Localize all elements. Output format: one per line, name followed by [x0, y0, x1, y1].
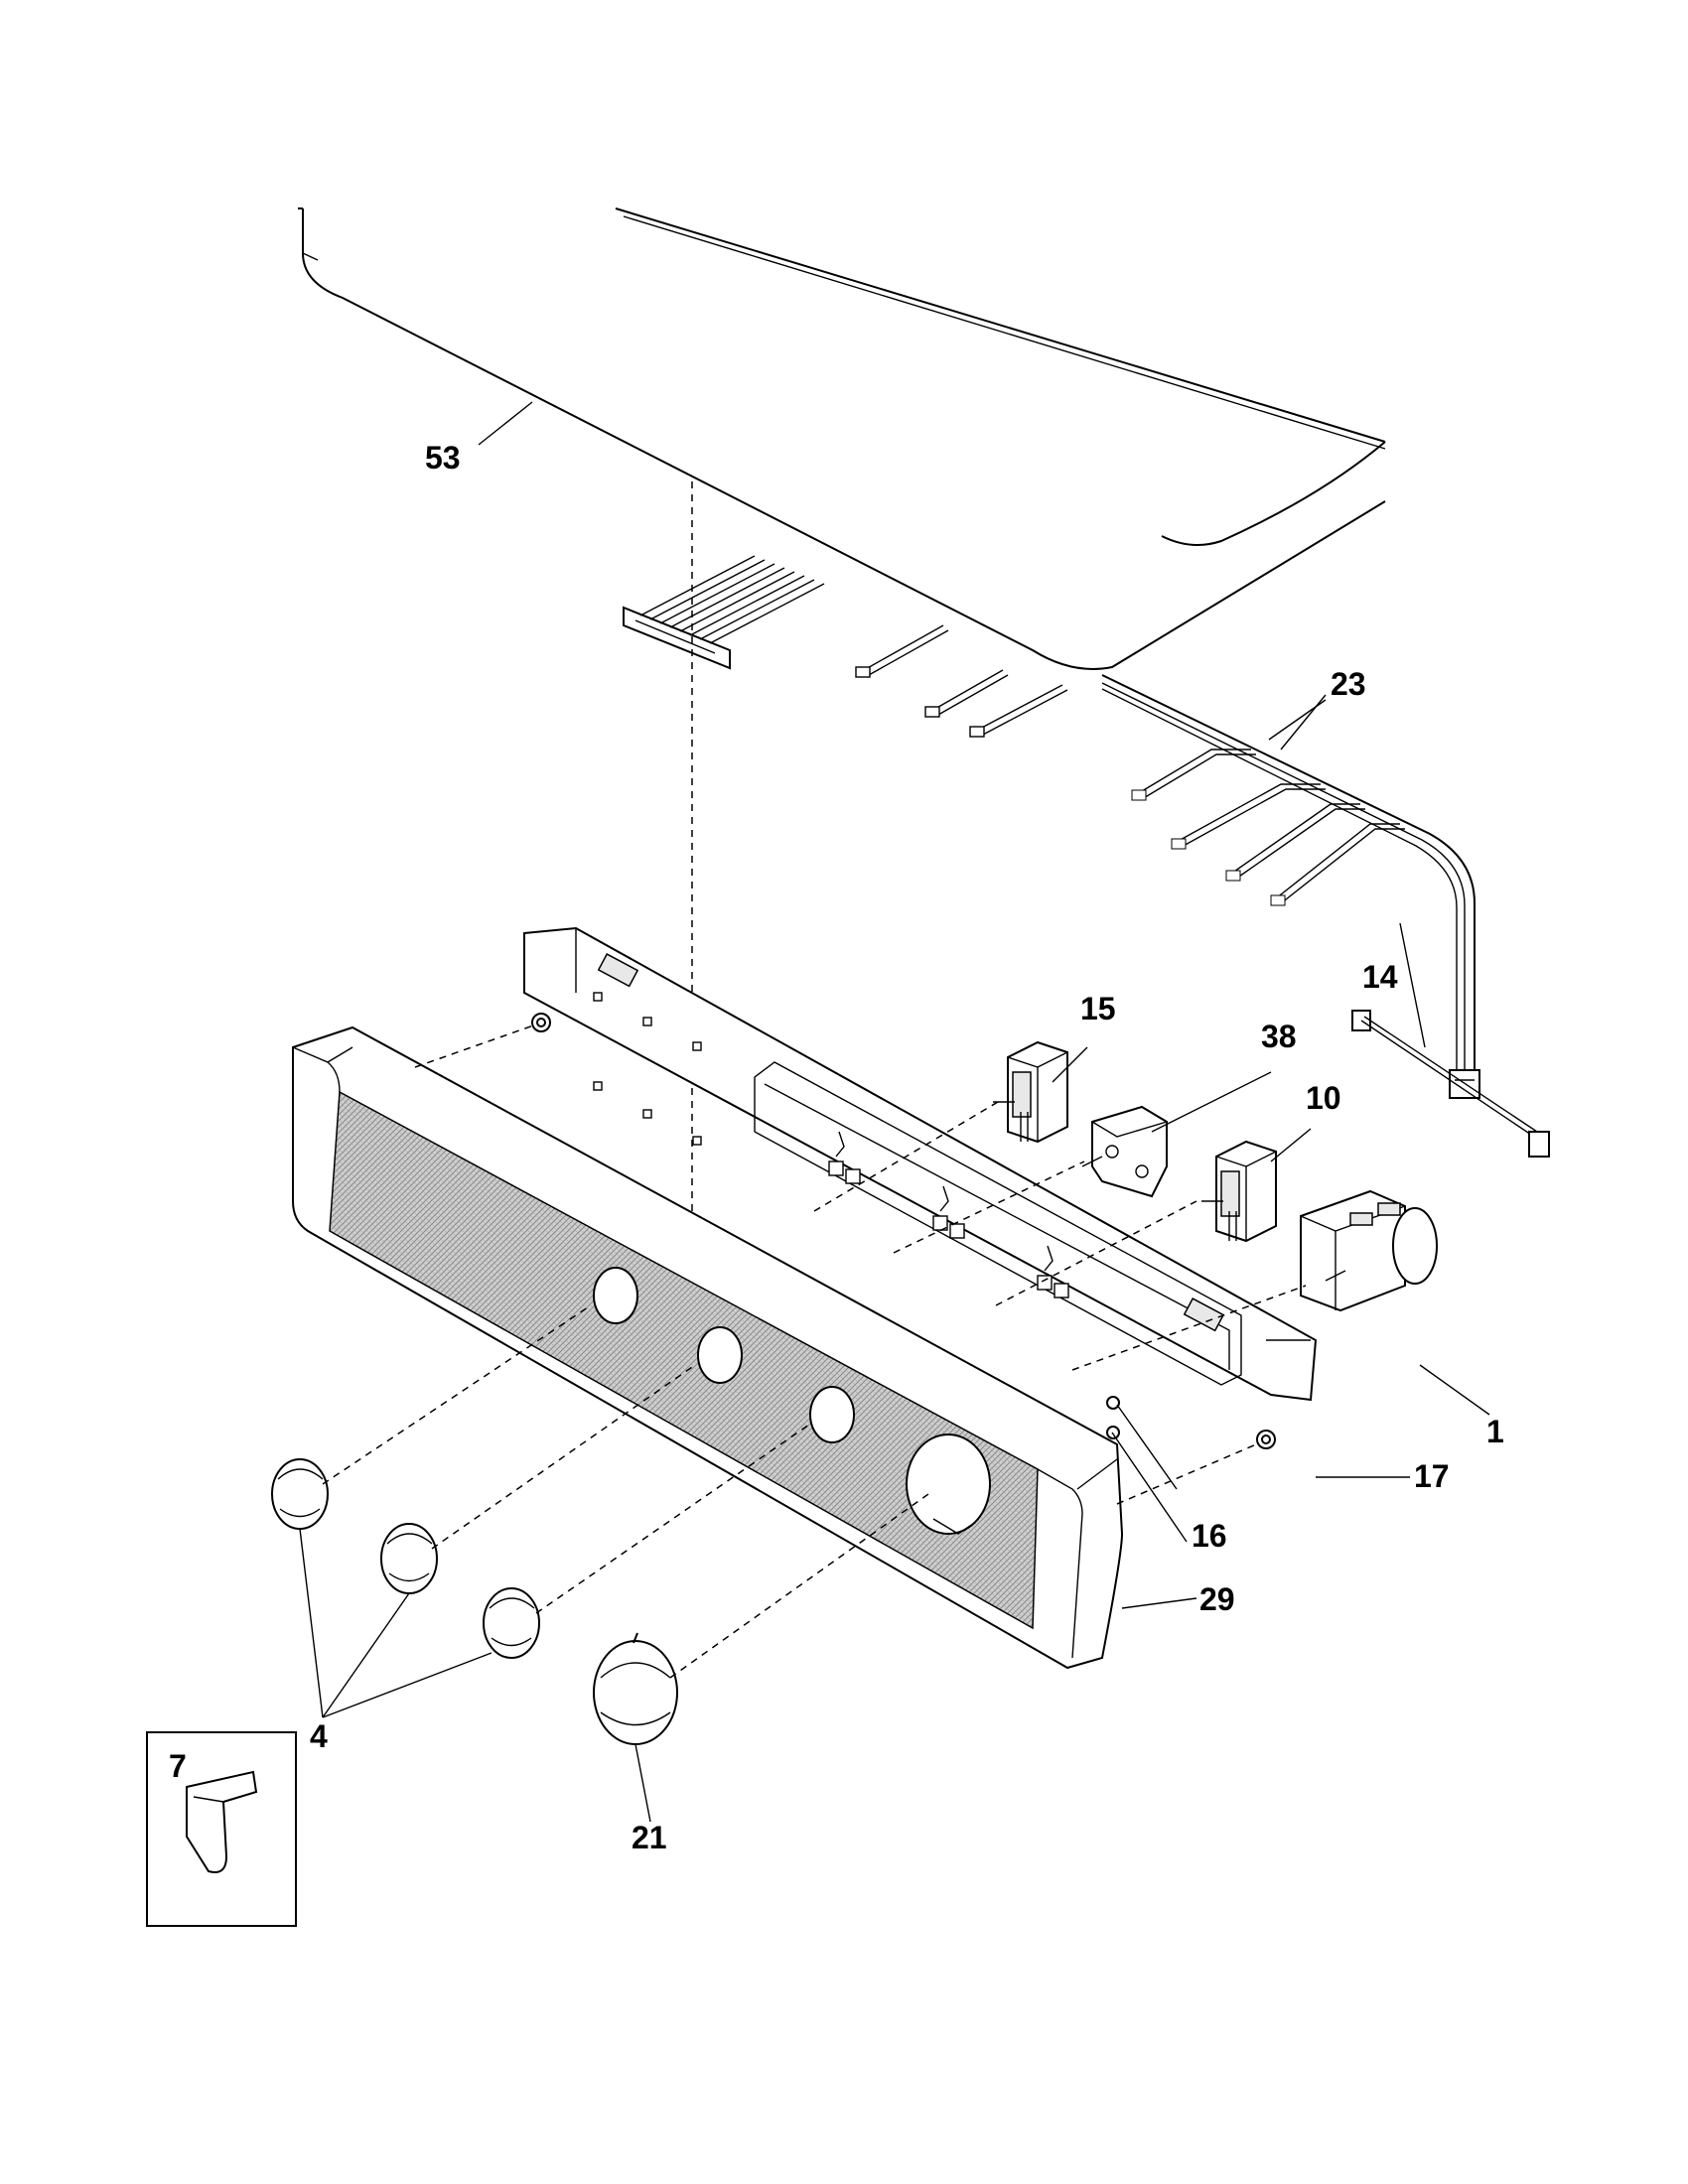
guide-lines	[322, 1024, 1307, 1679]
console-top-part	[298, 207, 1386, 670]
label-21: 21	[632, 1820, 667, 1855]
label-38: 38	[1261, 1019, 1297, 1054]
clip-part-7-inset	[146, 1731, 297, 1927]
switch-part-38	[1081, 1105, 1168, 1198]
control-panel-plate	[523, 926, 1318, 1449]
label-10: 10	[1306, 1080, 1341, 1116]
switch-part-15	[993, 1040, 1068, 1144]
label-4: 4	[310, 1718, 328, 1754]
wire-harness-connector	[623, 555, 825, 670]
switch-part-10	[1201, 1140, 1277, 1243]
label-7: 7	[169, 1748, 187, 1784]
leader-lines	[299, 401, 1490, 1823]
label-29: 29	[1199, 1581, 1235, 1617]
screws-part-16	[1106, 1396, 1178, 1490]
label-17: 17	[1414, 1458, 1450, 1494]
label-1: 1	[1486, 1414, 1504, 1449]
control-panel-front	[292, 1025, 1124, 1670]
label-14: 14	[1362, 959, 1398, 995]
label-16: 16	[1192, 1518, 1227, 1554]
label-23: 23	[1331, 666, 1366, 702]
label-53: 53	[425, 440, 461, 476]
wiring-harness-part	[1101, 674, 1480, 1099]
label-15: 15	[1080, 991, 1116, 1026]
knob-part-21	[593, 1632, 678, 1745]
timer-part-1	[1300, 1189, 1438, 1312]
wire-terminals	[855, 624, 1068, 738]
jumper-wire-part	[1351, 922, 1550, 1158]
mesh-grille	[329, 1090, 1039, 1630]
